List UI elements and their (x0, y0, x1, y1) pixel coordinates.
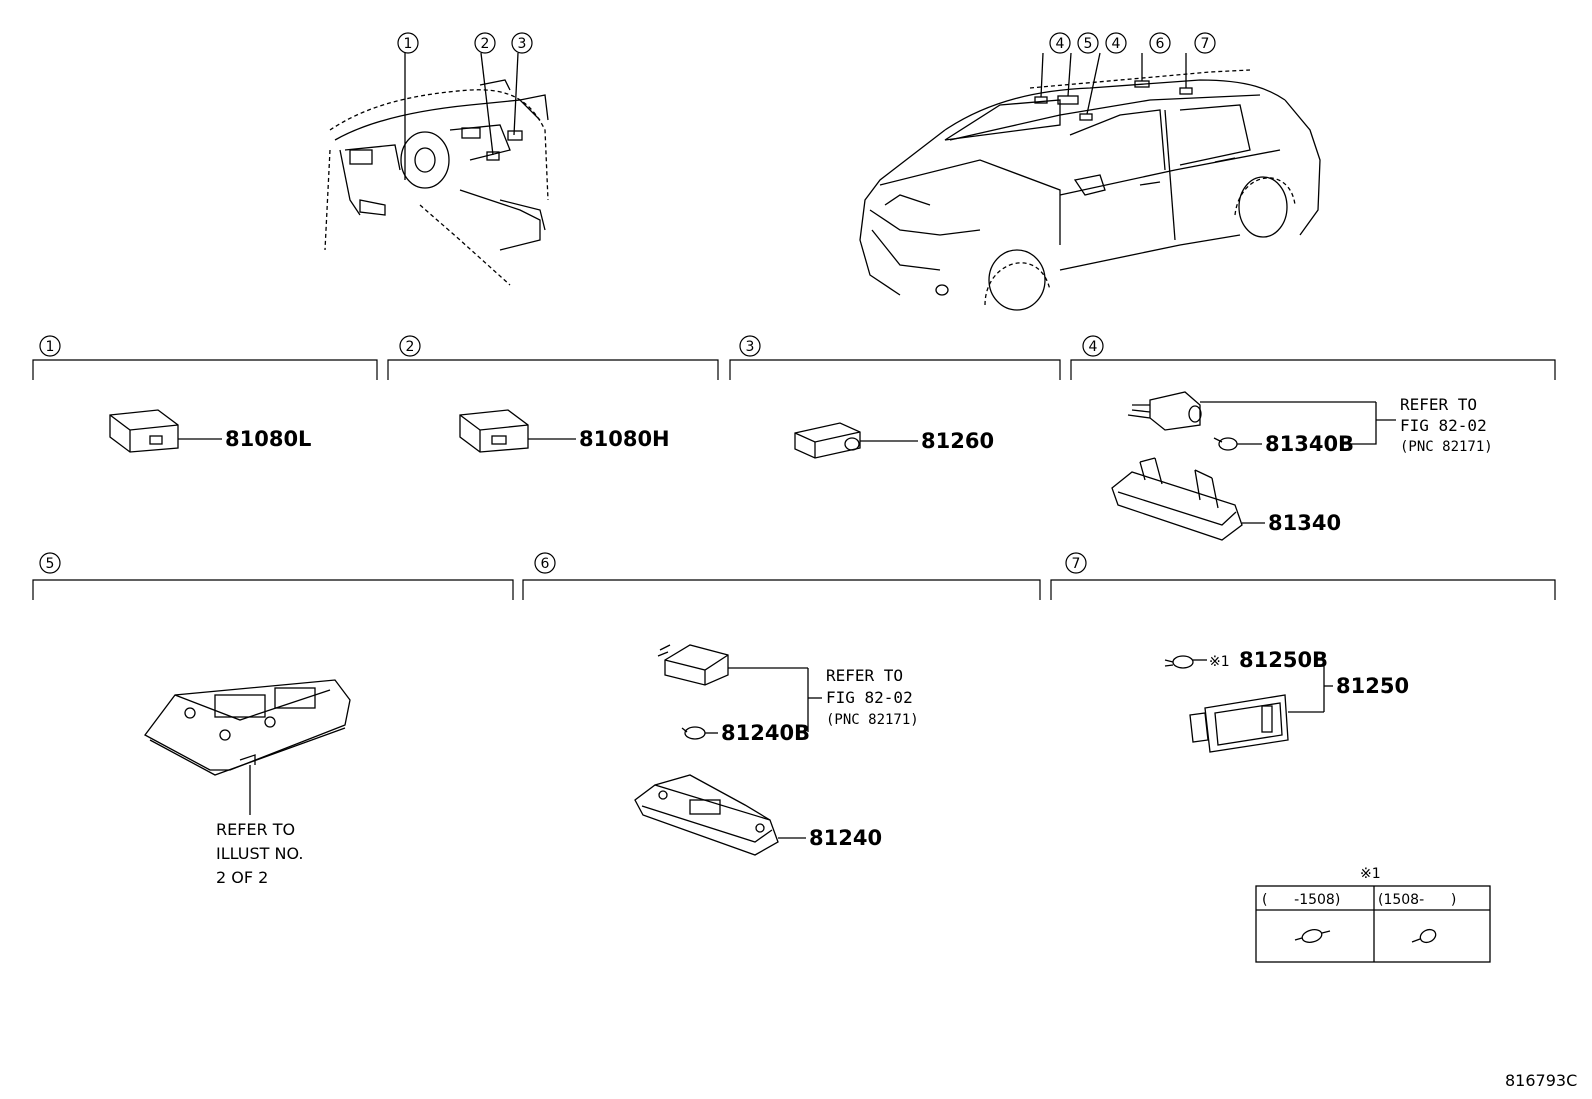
car-callout-5-label: 5 (1084, 36, 1093, 52)
section-number-1-label: 1 (46, 339, 55, 355)
section-number-3-circle (739, 335, 761, 357)
part-81080H-illustration (459, 409, 576, 453)
car-callout-4-label: 4 (1056, 36, 1065, 52)
part-number-81240: 81240 (809, 826, 882, 850)
dash-callout-1-circle (397, 32, 419, 54)
part-81240B-illustration (657, 644, 822, 740)
dash-callout-2-label: 2 (481, 36, 490, 52)
part-81250-illustration (1189, 694, 1324, 753)
section-numbers: 1 2 3 4 5 6 7 (39, 335, 1104, 574)
part-number-81340: 81340 (1268, 511, 1341, 535)
part-number-81080L: 81080L (225, 427, 311, 451)
section-number-3-label: 3 (746, 339, 755, 355)
note-table-header-1: ( -1508) (1262, 892, 1340, 908)
section-6-refer: REFER TO FIG 82-02 (PNC 82171) (826, 666, 919, 728)
car-callout-7-circle (1194, 32, 1216, 54)
car-callout-4: 4 (1049, 32, 1071, 54)
section-number-3: 3 (739, 335, 761, 357)
section-number-7: 7 (1065, 552, 1087, 574)
section-number-4: 4 (1082, 335, 1104, 357)
section-number-2: 2 (399, 335, 421, 357)
section-number-7-circle (1065, 552, 1087, 574)
note-table-header-2: (1508- ) (1378, 892, 1456, 908)
note-mark-1: ※1 (1209, 654, 1230, 670)
part-81250B-illustration (1164, 655, 1333, 712)
car-callout-4-label: 4 (1112, 36, 1121, 52)
dash-callout-1: 1 (397, 32, 419, 54)
dash-callout-3-circle (511, 32, 533, 54)
car-callout-7-label: 7 (1201, 36, 1210, 52)
section-number-4-circle (1082, 335, 1104, 357)
car-callout-6: 6 (1149, 32, 1171, 54)
section-number-6: 6 (534, 552, 556, 574)
section-number-6-label: 6 (541, 556, 550, 572)
part-81340-illustration (1111, 457, 1265, 541)
refer-line-1: REFER TO (216, 820, 295, 839)
part-81240-illustration (634, 774, 806, 856)
car-callout-5-circle (1077, 32, 1099, 54)
car-callout-7: 7 (1194, 32, 1216, 54)
part-number-81260: 81260 (921, 429, 994, 453)
part-number-81080H: 81080H (579, 427, 670, 451)
dash-callout-3-label: 3 (518, 36, 527, 52)
dash-callout-2-circle (474, 32, 496, 54)
refer-line-2: FIG 82-02 (1400, 416, 1487, 435)
part-number-81240B: 81240B (721, 721, 810, 745)
note-table-title: ※1 (1360, 866, 1381, 882)
part-number-81250B: 81250B (1239, 648, 1328, 672)
dash-callout-3: 3 (511, 32, 533, 54)
section-number-2-circle (399, 335, 421, 357)
car-callouts: 4 5 4 6 7 (1049, 32, 1216, 54)
part-81340B-illustration (1127, 391, 1396, 451)
part-81260-illustration (794, 422, 918, 459)
car-callout-5: 5 (1077, 32, 1099, 54)
car-callout-6-label: 6 (1156, 36, 1165, 52)
car-callout-4: 4 (1105, 32, 1127, 54)
part-81080L-illustration (109, 409, 222, 453)
dash-callout-1-label: 1 (404, 36, 413, 52)
section-number-5-label: 5 (46, 556, 55, 572)
refer-line-2: FIG 82-02 (826, 688, 913, 707)
section-number-2-label: 2 (406, 339, 415, 355)
section-number-1-circle (39, 335, 61, 357)
refer-line-2: ILLUST NO. (216, 844, 303, 863)
refer-line-3: (PNC 82171) (1400, 439, 1493, 455)
car-callout-4-circle (1105, 32, 1127, 54)
refer-line-1: REFER TO (826, 666, 903, 685)
section-number-5: 5 (39, 552, 61, 574)
part-number-81340B: 81340B (1265, 432, 1354, 456)
section-number-4-label: 4 (1089, 339, 1098, 355)
dashboard-illustration (324, 52, 549, 286)
section-4-refer: REFER TO FIG 82-02 (PNC 82171) (1400, 395, 1493, 455)
section-number-6-circle (534, 552, 556, 574)
refer-line-1: REFER TO (1400, 395, 1477, 414)
car-callout-4-circle (1049, 32, 1071, 54)
drawing-code: 816793C (1505, 1071, 1577, 1090)
refer-line-3: 2 OF 2 (216, 868, 268, 887)
car-illustration (859, 52, 1321, 311)
dashboard-callouts: 1 2 3 (397, 32, 533, 54)
note-table: ※1 ( -1508) (1508- ) (1255, 866, 1491, 963)
overhead-console-illustration (144, 679, 351, 815)
section-number-7-label: 7 (1072, 556, 1081, 572)
part-number-81250: 81250 (1336, 674, 1409, 698)
car-callout-6-circle (1149, 32, 1171, 54)
refer-line-3: (PNC 82171) (826, 712, 919, 728)
section-number-1: 1 (39, 335, 61, 357)
section-number-5-circle (39, 552, 61, 574)
section-brackets (32, 359, 1556, 600)
section-5-refer: REFER TO ILLUST NO. 2 OF 2 (216, 820, 303, 887)
dash-callout-2: 2 (474, 32, 496, 54)
